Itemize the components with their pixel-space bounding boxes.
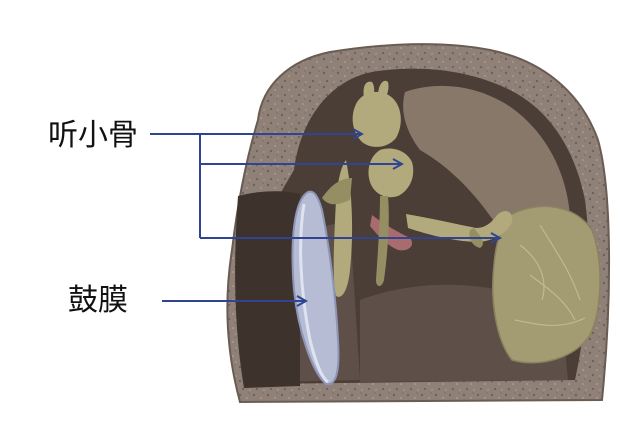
cochlea (492, 205, 601, 364)
ossicles-callout (150, 134, 500, 238)
eardrum-label: 鼓膜 (68, 283, 128, 318)
eardrum (291, 190, 340, 386)
ossicles-label: 听小骨 (48, 118, 138, 153)
cavity-wall (403, 85, 570, 230)
cochlea-veins (514, 224, 586, 327)
ear-canal (235, 191, 300, 388)
eardrum-highlight (299, 203, 329, 384)
